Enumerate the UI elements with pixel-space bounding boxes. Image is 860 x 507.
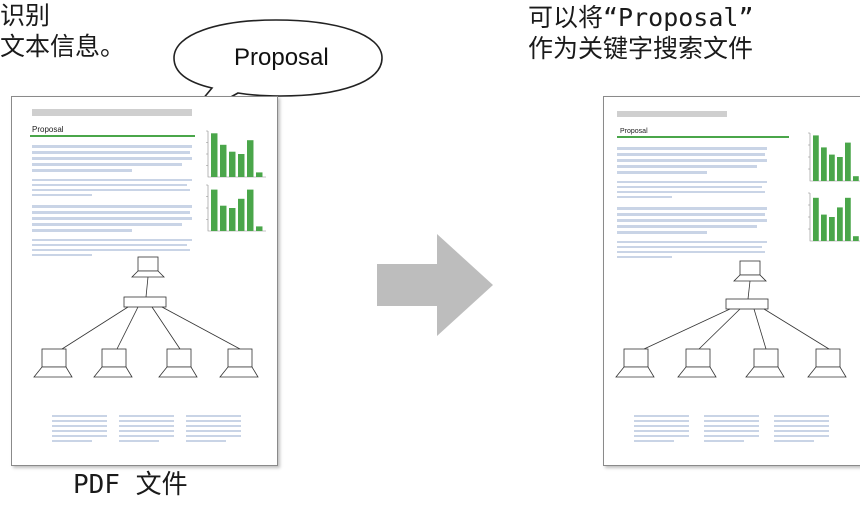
chart-bar bbox=[813, 135, 819, 181]
chart-bar bbox=[220, 144, 227, 177]
chart-bar bbox=[821, 214, 827, 241]
chart-bar bbox=[238, 198, 245, 231]
chart-bar bbox=[256, 172, 263, 177]
pdf-page-left: Proposal bbox=[30, 109, 266, 442]
left-caption: 识别 文本信息。 bbox=[0, 0, 125, 62]
chart-axis bbox=[207, 185, 266, 232]
chart-bar bbox=[247, 189, 254, 231]
laptop-icon bbox=[815, 348, 841, 368]
chart-bar bbox=[845, 197, 851, 241]
pdf-file-label: PDF 文件 bbox=[73, 470, 188, 500]
chart-bar bbox=[845, 142, 851, 181]
chart-bar bbox=[829, 154, 835, 181]
chart-bar bbox=[229, 208, 236, 231]
chart-axis bbox=[207, 131, 266, 178]
right-caption-line2: 作为关键字搜索文件 bbox=[528, 34, 754, 63]
chart-axis bbox=[809, 133, 860, 182]
chart-bar bbox=[837, 207, 843, 241]
laptop-icon bbox=[41, 348, 67, 368]
chart-bar bbox=[229, 151, 236, 177]
laptop-icon bbox=[166, 348, 192, 368]
doc-title: Proposal bbox=[32, 125, 64, 134]
laptop-top-icon bbox=[739, 260, 761, 276]
laptop-top-icon bbox=[137, 256, 159, 272]
chart-bar bbox=[853, 176, 859, 181]
chart-bar bbox=[238, 154, 245, 177]
pdf-document-right: Proposal bbox=[603, 96, 860, 466]
chart-bar bbox=[220, 205, 227, 231]
laptop-icon bbox=[101, 348, 127, 368]
chart-1 bbox=[808, 132, 860, 182]
chart-bar bbox=[211, 133, 218, 177]
chart-2 bbox=[206, 184, 266, 232]
chart-bar bbox=[829, 217, 835, 241]
chart-bar bbox=[247, 140, 254, 177]
right-caption-line1: 可以将“Proposal” bbox=[528, 3, 754, 32]
chart-2 bbox=[808, 192, 860, 242]
chart-bar bbox=[853, 236, 859, 241]
network-switch-icon bbox=[123, 296, 167, 308]
bubble-text: Proposal bbox=[234, 44, 329, 71]
chart-bar bbox=[256, 226, 263, 231]
chart-axis bbox=[809, 193, 860, 242]
right-caption: 可以将“Proposal” 作为关键字搜索文件 bbox=[528, 2, 754, 64]
doc-title: Proposal bbox=[620, 128, 648, 135]
chart-1 bbox=[206, 130, 266, 178]
chart-bar bbox=[837, 157, 843, 181]
left-caption-line2: 文本信息。 bbox=[0, 32, 126, 61]
laptop-icon bbox=[623, 348, 649, 368]
chart-bar bbox=[813, 197, 819, 241]
network-diagram bbox=[33, 256, 259, 378]
laptop-icon bbox=[753, 348, 779, 368]
chart-bar bbox=[211, 189, 218, 231]
chart-bar bbox=[821, 147, 827, 181]
left-caption-line1: 识别 bbox=[0, 1, 51, 30]
network-switch-icon bbox=[725, 298, 769, 310]
pdf-document-left: Proposal bbox=[11, 96, 278, 466]
pdf-page-right: Proposal bbox=[615, 111, 860, 442]
laptop-icon bbox=[685, 348, 711, 368]
network-diagram bbox=[615, 260, 847, 378]
laptop-icon bbox=[227, 348, 253, 368]
arrow-right-icon bbox=[377, 234, 493, 336]
